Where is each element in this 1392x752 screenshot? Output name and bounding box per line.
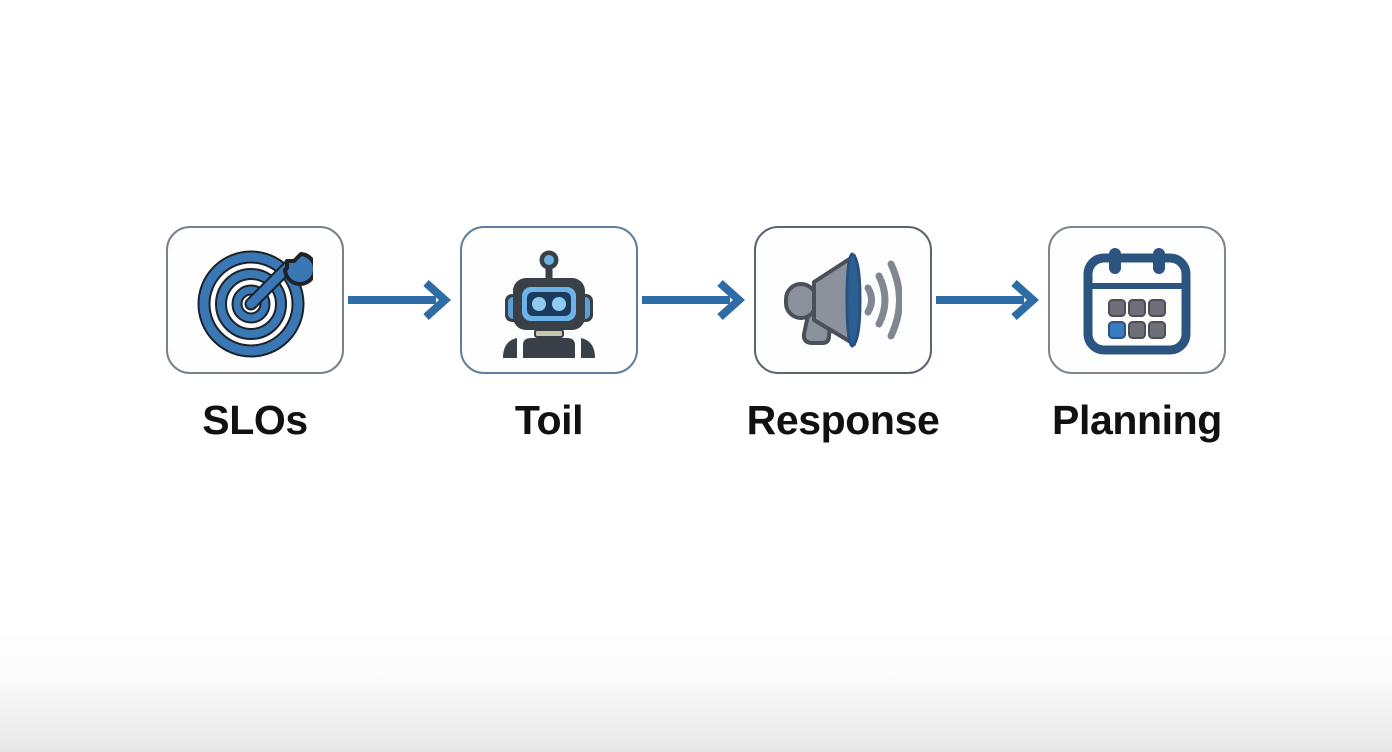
target-wrench-icon	[197, 250, 313, 358]
flow-node-slos[interactable]: SLOs	[166, 226, 344, 441]
arrow-right-icon	[936, 280, 1039, 320]
flow-node-toil[interactable]: Toil	[460, 226, 638, 441]
flow-node-label: Planning	[1052, 397, 1222, 443]
icon-card-response[interactable]	[754, 226, 932, 374]
connector-arrow-1	[344, 226, 460, 374]
icon-card-toil[interactable]	[460, 226, 638, 374]
flow-node-label: SLOs	[202, 397, 308, 443]
megaphone-icon	[784, 252, 902, 348]
flow-row: SLOs	[0, 226, 1392, 476]
icon-card-slos[interactable]	[166, 226, 344, 374]
connector-arrow-2	[638, 226, 754, 374]
flow-node-response[interactable]: Response	[747, 226, 940, 441]
arrow-right-icon	[642, 280, 745, 320]
robot-icon	[503, 250, 595, 358]
connector-arrow-3	[932, 226, 1048, 374]
flow-node-planning[interactable]: Planning	[1048, 226, 1226, 441]
flow-node-label: Toil	[514, 397, 584, 443]
arrow-right-icon	[348, 280, 451, 320]
icon-card-planning[interactable]	[1048, 226, 1226, 374]
calendar-icon	[1083, 248, 1191, 355]
flow-node-label: Response	[746, 397, 940, 443]
